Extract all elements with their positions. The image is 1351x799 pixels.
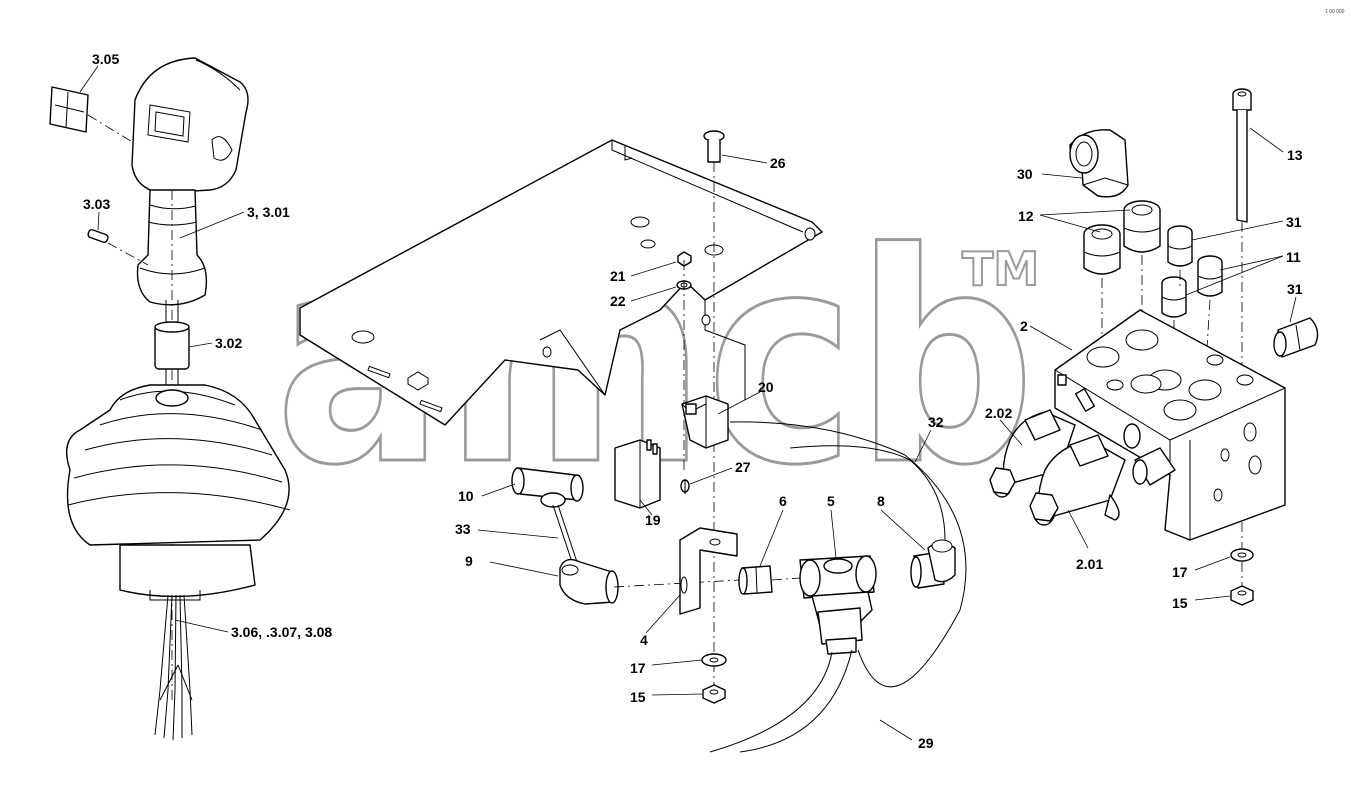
callout-31-top: 31 [1286, 214, 1302, 230]
nut-21 [677, 251, 692, 267]
sleeve-3-02 [154, 321, 190, 370]
callout-32: 32 [928, 414, 944, 430]
corner-code: 1 00 000 [1325, 9, 1345, 15]
elbow-fitting-9 [559, 558, 619, 605]
joystick-grip [136, 189, 208, 306]
callout-2: 2 [1020, 318, 1028, 334]
callout-3-05: 3.05 [92, 51, 119, 67]
watermark-tm: TM [962, 242, 1039, 296]
elbow-30 [1069, 129, 1129, 198]
adapter-31-top [1167, 225, 1193, 267]
joystick-cables [154, 594, 193, 741]
callout-11: 11 [1286, 249, 1301, 265]
callout-17-left: 17 [630, 660, 646, 676]
callout-20: 20 [758, 379, 774, 395]
screw-26 [703, 130, 725, 163]
callout-27: 27 [735, 459, 751, 475]
callout-15-right: 15 [1172, 595, 1188, 611]
fitting-8 [910, 539, 956, 589]
callout-3-03: 3.03 [83, 196, 110, 212]
bolt-13 [1232, 88, 1252, 223]
callout-13: 13 [1287, 147, 1303, 163]
rubber-boot [66, 384, 291, 601]
adapter-12-right [1123, 200, 1161, 253]
nut-15-left [702, 684, 726, 704]
callout-3-02: 3.02 [215, 335, 242, 351]
adapter-11-left [1161, 276, 1187, 318]
valve-block-2 [1054, 309, 1286, 541]
callout-4: 4 [640, 632, 648, 648]
relay-bracket-20 [681, 395, 729, 449]
callout-26: 26 [770, 155, 786, 171]
callout-5: 5 [827, 493, 835, 509]
fitting-block-front [1132, 447, 1176, 486]
leader-lines [79, 65, 1297, 741]
callout-29: 29 [918, 735, 934, 751]
callout-9: 9 [465, 553, 473, 569]
callout-8: 8 [877, 493, 885, 509]
callout-2-01: 2.01 [1076, 556, 1103, 572]
callout-19: 19 [645, 512, 661, 528]
washer-17-left [701, 653, 727, 667]
callout-labels: 3.05 3.03 3, 3.01 3.02 3.06, .3.07, 3.08… [83, 51, 1303, 751]
callout-6: 6 [779, 493, 787, 509]
callout-15-left: 15 [630, 689, 646, 705]
cable-32 [789, 445, 946, 541]
callout-10: 10 [458, 488, 474, 504]
pin-3-03 [87, 228, 109, 244]
callout-3-06: 3.06, .3.07, 3.08 [231, 624, 332, 640]
callout-2-02: 2.02 [985, 405, 1012, 421]
adapter-12-left [1083, 224, 1121, 275]
callout-21: 21 [610, 268, 626, 284]
relay-19 [614, 439, 661, 509]
callout-3-3-01: 3, 3.01 [247, 204, 290, 220]
washer-17-right [1230, 548, 1254, 562]
screw-27 [680, 479, 690, 494]
joystick-handle [131, 57, 249, 194]
callout-30: 30 [1017, 166, 1033, 182]
valve-5 [799, 555, 877, 655]
mounting-bracket-plate [299, 139, 823, 426]
tee-fitting-10 [511, 467, 584, 508]
adapter-31-side [1273, 317, 1319, 358]
adapter-11-right [1197, 255, 1223, 297]
nut-15-right [1230, 585, 1254, 606]
hose-33 [552, 504, 578, 563]
callout-17-right: 17 [1172, 564, 1188, 580]
nipple-6 [738, 565, 773, 595]
callout-33: 33 [455, 521, 471, 537]
callout-12: 12 [1018, 208, 1034, 224]
callout-22: 22 [610, 293, 626, 309]
cable-29 [709, 421, 967, 753]
bracket-4 [679, 527, 738, 615]
callout-31-side: 31 [1287, 281, 1303, 297]
joystick-assembly [49, 57, 291, 741]
valve-2-01 [1029, 434, 1126, 526]
label-plate-3-05 [49, 86, 89, 133]
